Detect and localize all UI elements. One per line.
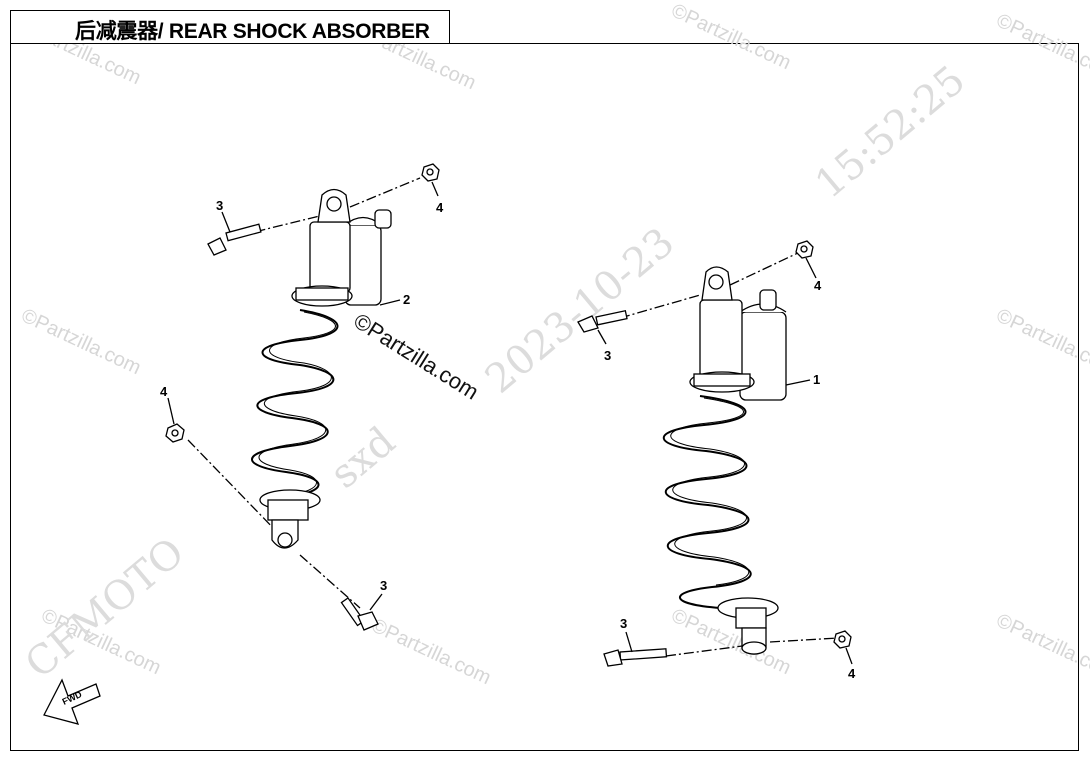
left-shock-lower [259,489,321,549]
right-coil-spring [662,395,752,609]
callout-left-4-top: 4 [436,200,444,215]
callout-left-3-top: 3 [216,198,223,213]
callout-right-3-top: 3 [604,348,611,363]
watermark-brand-4: ©Partzilla.com [993,10,1090,85]
watermark-time: 15:52:25 [807,57,974,208]
fwd-arrow: FWD [43,678,101,725]
watermark-layer: ©Partzilla.com ©Partzilla.com ©Partzilla… [17,0,1090,689]
right-nut-top [795,240,814,259]
right-nut-bottom [833,630,852,649]
callout-left-2: 2 [403,292,410,307]
right-bolt-bottom [603,648,668,667]
callout-left-3-bottom: 3 [380,578,387,593]
diagram-title: 后减震器/ REAR SHOCK ABSORBER [75,20,430,43]
diagram-title-box: 后减震器/ REAR SHOCK ABSORBER [10,10,450,44]
callout-right-3-bottom: 3 [620,616,627,631]
watermark-date: 2023-10-23 [477,219,683,402]
callout-labels: 3 4 2 4 3 4 3 1 3 4 [160,198,856,681]
left-coil-spring [251,309,339,499]
callout-left-4-side: 4 [160,384,168,399]
left-nut-top [421,163,440,182]
callout-right-4-bottom: 4 [848,666,856,681]
left-shock-body [291,188,353,307]
watermark-brand-10: ©Partzilla.com [993,610,1090,685]
left-bolt-bottom [340,597,379,631]
right-bolt-top [577,309,628,333]
watermark-maker: CFMOTO [17,529,193,687]
callout-right-1: 1 [813,372,820,387]
diagram-frame [10,43,1079,751]
left-nut-side [165,423,185,443]
watermark-brand-8: ©Partzilla.com [368,615,494,690]
left-reservoir [344,209,392,306]
right-shock-body [689,266,755,393]
callout-right-4-top: 4 [814,278,822,293]
watermark-brand-3: ©Partzilla.com [668,0,794,74]
watermark-user: sxd [322,418,404,497]
watermark-brand-center: ©Partzilla.com [349,308,483,405]
watermark-brand-5: ©Partzilla.com [18,305,144,380]
right-shock-lower [717,597,779,655]
left-bolt-top [207,223,262,256]
left-shock-assembly [165,163,440,631]
watermark-brand-6: ©Partzilla.com [993,305,1090,380]
right-shock-assembly [577,240,853,667]
